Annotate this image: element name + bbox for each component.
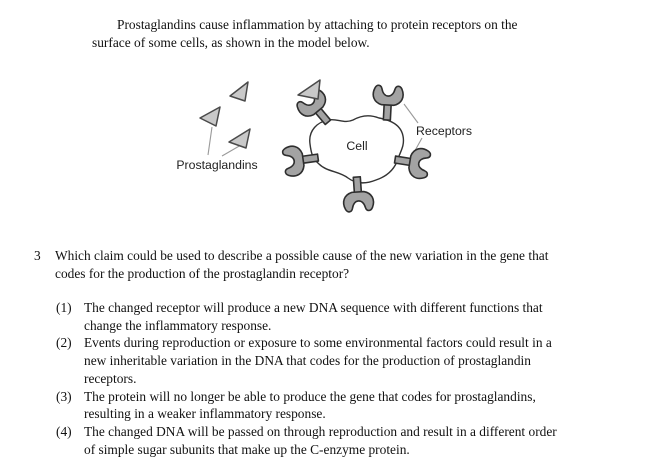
option-row-3: (3) The protein will no longer be able t… [56,388,634,423]
receptors-leader-line-1 [403,103,419,124]
option-text-line: The changed DNA will be passed on throug… [84,423,557,439]
intro-line-1: Prostaglandins cause inflammation by att… [117,17,518,32]
option-number: (4) [56,423,72,439]
option-number: (2) [56,335,72,351]
option-number: (1) [56,300,72,315]
option-row-2: (2) Events during reproduction or exposu… [56,334,634,387]
receptor-shape-top-right [371,84,405,122]
cell-label: Cell [346,139,367,153]
question-line-2: codes for the production of the prostagl… [55,265,350,281]
prostaglandins-label: Prostaglandins [176,158,257,172]
cell-model-diagram: Prostaglandins Cell Receptors [176,79,472,214]
prostaglandin-triangle-3 [228,128,251,149]
question-line-1: Which claim could be used to describe a … [55,248,549,263]
receptors-label: Receptors [416,124,472,138]
option-text-line: new inheritable variation in the DNA tha… [84,353,531,369]
option-text-line: of simple sugar subunits that make up th… [84,441,410,457]
prostaglandins-leader-line-1 [207,126,213,156]
option-row-1: (1) The changed receptor will produce a … [56,299,634,334]
option-row-4: (4) The changed DNA will be passed on th… [56,423,634,458]
option-text: Events during reproduction or exposure t… [84,334,634,387]
option-text-line: Events during reproduction or exposure t… [84,335,552,351]
option-text-line: The protein will no longer be able to pr… [84,388,536,404]
option-text-line: The changed receptor will produce a new … [84,300,543,315]
prostaglandin-triangle-docking [297,79,321,100]
option-text-line: resulting in a weaker inflammatory respo… [84,406,326,422]
intro-paragraph: Prostaglandins cause inflammation by att… [92,16,597,51]
cell-body-shape [309,115,405,184]
option-number: (3) [56,388,72,404]
option-text: The changed DNA will be passed on throug… [84,423,634,458]
prostaglandin-triangle-2 [199,106,221,127]
option-text: The changed receptor will produce a new … [84,299,634,334]
question-text: Which claim could be used to describe a … [55,247,615,282]
prostaglandins-leader-line-2 [221,144,242,157]
option-text-line: receptors. [84,370,137,386]
intro-line-2: surface of some cells, as shown in the m… [92,34,370,50]
option-text-line: change the inflammatory response. [84,317,272,333]
question-number: 3 [34,248,41,263]
prostaglandin-triangle-1 [229,81,249,102]
option-text: The protein will no longer be able to pr… [84,388,634,423]
answer-options: (1) The changed receptor will produce a … [56,299,634,458]
